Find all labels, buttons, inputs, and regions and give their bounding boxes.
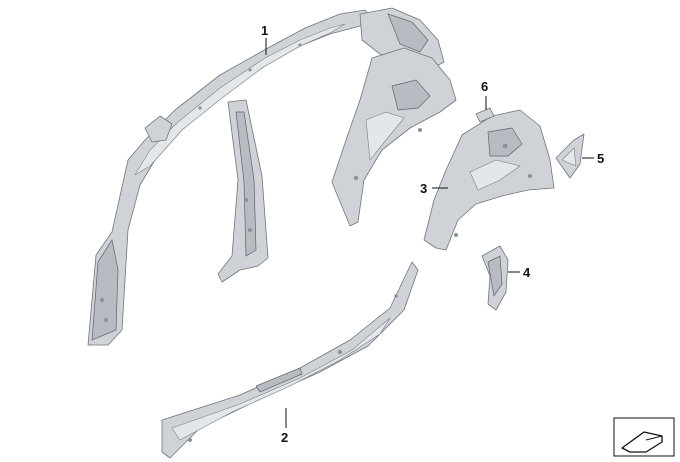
inner-wheel-arch-part <box>423 109 555 251</box>
vehicle-orientation-icon <box>613 417 675 457</box>
callout-2: 2 <box>281 430 288 445</box>
callout-3: 3 <box>420 181 427 196</box>
gusset-part-5 <box>555 133 585 179</box>
callout-5: 5 <box>597 151 604 166</box>
callout-1: 1 <box>261 23 268 38</box>
callout-4: 4 <box>523 265 531 280</box>
bracket-part-4 <box>481 245 509 311</box>
rocker-panel-part <box>161 261 419 459</box>
callout-6: 6 <box>481 79 488 94</box>
reinforcement-plate-part-6 <box>475 107 495 123</box>
rear-wheel-arch-outer <box>331 47 457 227</box>
